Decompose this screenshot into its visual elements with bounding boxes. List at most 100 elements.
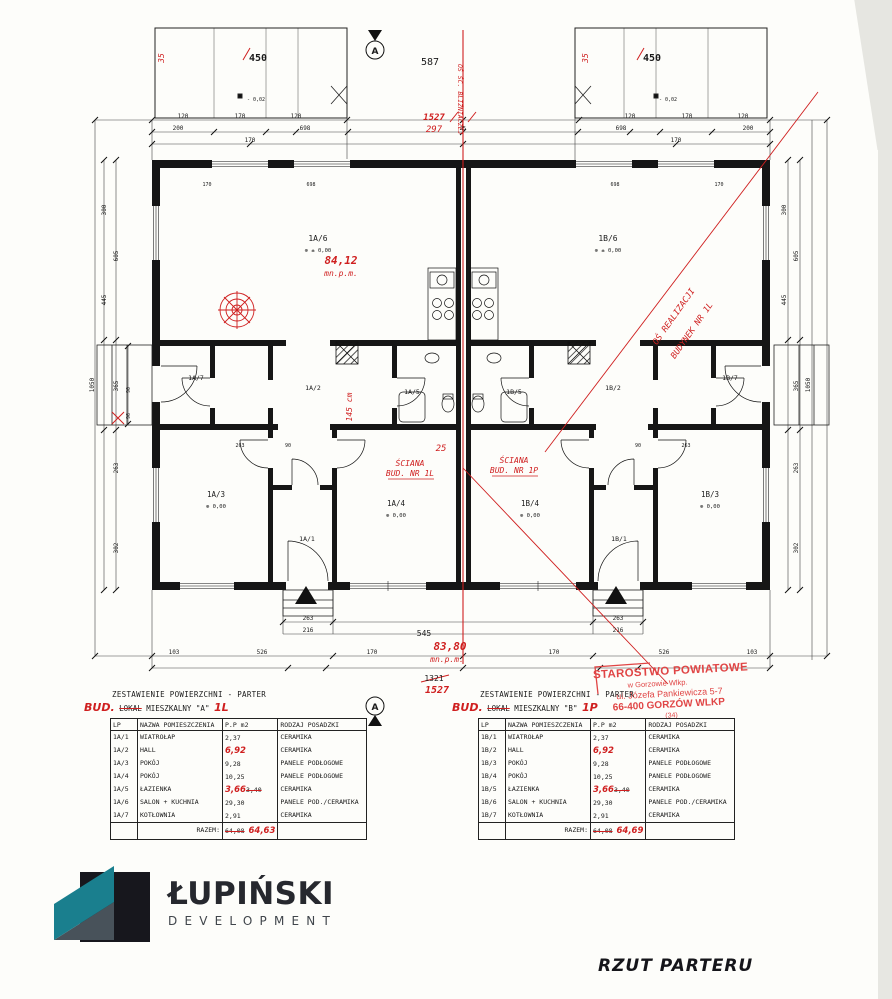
- dim: 120: [738, 113, 749, 120]
- window-glazing: [153, 161, 769, 591]
- logo-text: ŁUPIŃSKI DEVELOPMENT: [168, 879, 337, 929]
- doors: [160, 365, 762, 582]
- table-caption: ZESTAWIENIE POWIERZCHNI - PARTER: [480, 690, 635, 699]
- dim: 587: [421, 57, 439, 68]
- red-note: 35: [157, 53, 166, 64]
- col-header: NAZWA POMIESZCZENIA: [505, 718, 591, 731]
- red-note: 297: [426, 125, 443, 135]
- level-mark: ⊕ ± 0,00: [595, 248, 622, 254]
- section-marker-a-bottom: A: [372, 703, 379, 713]
- room-label-1a1: 1A/1: [299, 535, 315, 543]
- red-spiral-mark: [218, 291, 256, 329]
- caption-text: MIESZKALNY "B": [514, 704, 578, 713]
- dim: 103: [747, 649, 758, 656]
- table-caption: ZESTAWIENIE POWIERZCHNI - PARTER: [112, 690, 267, 699]
- section-markers: [365, 30, 385, 726]
- porches: [96, 344, 830, 617]
- dim: 698: [616, 125, 627, 132]
- dim: 263: [113, 462, 120, 473]
- level-mark: ⊕ ± 0,00: [305, 248, 332, 254]
- room-label-1b3: 1B/3: [701, 490, 719, 499]
- red-pen-marks: [111, 30, 819, 695]
- dim: 170: [235, 113, 246, 120]
- room-label-1a3: 1A/3: [207, 490, 225, 499]
- caption-text: MIESZKALNY "A": [146, 704, 210, 713]
- red-leader-to-stamp: [462, 467, 669, 685]
- room-label-1a7: 1A/7: [188, 374, 204, 382]
- red-axis-label: OŚ ŚC. BLIŹNIACZEJ: [456, 64, 465, 135]
- col-header: LP: [478, 718, 506, 731]
- logo-mark: [54, 866, 150, 942]
- section-marker-a-top: A: [372, 47, 379, 57]
- dim: 96: [126, 413, 132, 419]
- stamp-frame-fragment: [594, 662, 651, 695]
- chimney-shafts: [335, 341, 591, 365]
- room-label-1b6: 1B/6: [598, 234, 617, 243]
- logo: ŁUPIŃSKI DEVELOPMENT: [52, 856, 337, 951]
- red-level: 83,80: [433, 640, 466, 653]
- level-mark: ⊕ 0,00: [700, 504, 720, 510]
- dim: 605: [793, 250, 800, 261]
- red-note: 35: [581, 53, 590, 64]
- room-label-1b7: 1B/7: [722, 374, 738, 382]
- dim: 170: [245, 137, 256, 144]
- dim: 698: [610, 182, 619, 188]
- dim: 263: [235, 443, 244, 449]
- col-header: NAZWA POMIESZCZENIA: [137, 718, 223, 731]
- scan-edge-right: [878, 0, 892, 999]
- dim: 103: [169, 649, 180, 656]
- red-level: mn.p.m.: [323, 269, 358, 278]
- room-label-1b5: 1B/5: [506, 388, 522, 396]
- dim: 526: [659, 649, 670, 656]
- dim: 170: [714, 182, 723, 188]
- dim: 698: [306, 182, 315, 188]
- dim: 170: [367, 649, 378, 656]
- dim: 450: [643, 53, 661, 64]
- dim: 605: [113, 250, 120, 261]
- dim: 263: [793, 462, 800, 473]
- dim: 90: [635, 443, 641, 449]
- dim: 263: [613, 615, 624, 622]
- table-caption-building: BUD. LOKAL MIESZKALNY "B" 1P: [452, 701, 738, 714]
- red-edit: BUD.: [84, 701, 115, 714]
- area-table-block-b: ZESTAWIENIE POWIERZCHNI - PARTER BUD. LO…: [452, 690, 738, 840]
- dim: 365: [113, 380, 120, 391]
- dim: 1050: [805, 377, 812, 392]
- dim: 90: [126, 387, 132, 393]
- dim: 200: [173, 125, 184, 132]
- col-header: RODZAJ POSADZKI: [645, 718, 736, 731]
- red-edit: 1L: [213, 701, 229, 714]
- dim: 170: [549, 649, 560, 656]
- dim: 120: [178, 113, 189, 120]
- dim: 170: [202, 182, 211, 188]
- dim: 450: [249, 53, 267, 64]
- dim: 90: [285, 443, 291, 449]
- dim: 302: [113, 542, 120, 553]
- col-header: RODZAJ POSADZKI: [277, 718, 368, 731]
- logo-subtitle: DEVELOPMENT: [168, 914, 337, 928]
- struck-word: LOKAL: [487, 704, 510, 713]
- col-header: P.P m2: [221, 718, 279, 731]
- room-label-1a4: 1A/4: [387, 499, 406, 508]
- room-label-1a6: 1A/6: [308, 234, 327, 243]
- room-label-1a2: 1A/2: [305, 384, 321, 392]
- dim: 170: [671, 137, 682, 144]
- level-mark: ⊕ 0,00: [386, 513, 406, 519]
- drawing-title: RZUT PARTERU: [598, 956, 754, 976]
- dim: 216: [303, 627, 314, 634]
- dim: 698: [300, 125, 311, 132]
- col-header: P.P m2: [589, 718, 647, 731]
- dim: 300: [781, 204, 788, 215]
- dim: 216: [613, 627, 624, 634]
